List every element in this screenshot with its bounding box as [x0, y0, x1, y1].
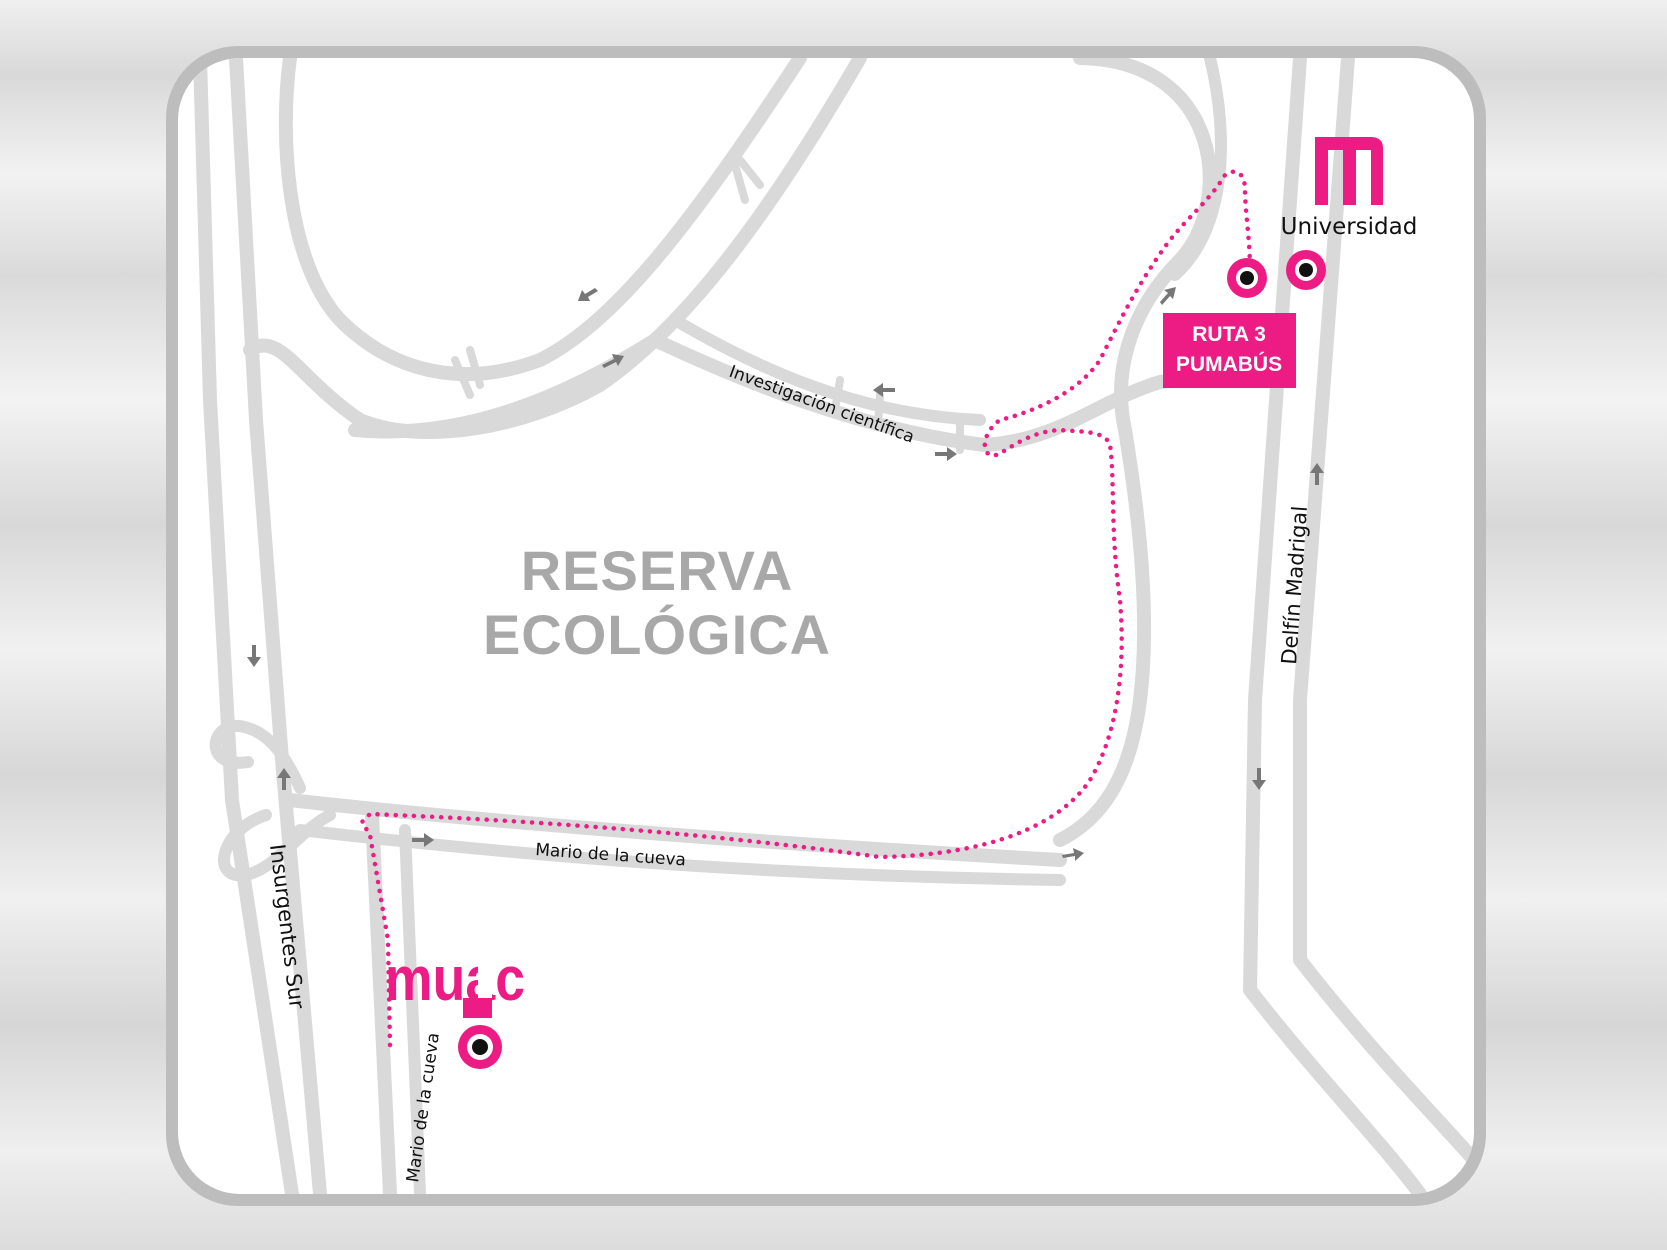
- walking-route-dotted: [359, 169, 1253, 1048]
- road-network: [193, 58, 1474, 1194]
- arrow-icon: [873, 383, 895, 397]
- road-mario-side-2: [399, 824, 426, 1194]
- arrow-icon: [935, 447, 957, 461]
- map-panel: [178, 58, 1474, 1194]
- arrow-icon: [247, 645, 261, 667]
- road-east-curve-inner: [1169, 58, 1227, 281]
- bus-route-box: [1163, 313, 1296, 388]
- arrow-icon: [1160, 287, 1176, 305]
- road-connector-2: [731, 156, 764, 204]
- road-east-curve: [1053, 58, 1217, 847]
- muac-logo-text: muac: [385, 945, 525, 1014]
- road-north-loop-inner: [278, 58, 807, 382]
- road-delfin-west: [1243, 58, 1427, 1194]
- road-cloverleaf-north: [209, 720, 306, 794]
- road-connector-1: [451, 346, 484, 399]
- reserve-label-line2: ECOLÓGICA: [483, 603, 831, 666]
- road-north-loop-outer: [243, 58, 867, 439]
- road-investigacion: [348, 333, 1187, 452]
- road-insurgentes-east: [229, 58, 327, 1194]
- road-investigacion-north: [669, 314, 986, 426]
- metro-m-logo-icon: [1315, 137, 1383, 205]
- metro-station-name: Universidad: [1281, 214, 1418, 240]
- road-insurgentes-west: [193, 58, 299, 1194]
- traffic-arrows: [247, 287, 1324, 861]
- metro-stop-marker-icon[interactable]: [1286, 250, 1326, 290]
- arrow-icon: [412, 833, 434, 847]
- reserve-label-line1: RESERVA: [521, 539, 794, 602]
- road-mario-side: [365, 808, 397, 1194]
- bus-stop-marker-icon[interactable]: [1227, 258, 1267, 298]
- arrow-icon: [1310, 463, 1324, 485]
- road-connector-3: [831, 376, 964, 454]
- muac-location-marker-icon[interactable]: [458, 1025, 502, 1069]
- arrow-icon: [1062, 848, 1084, 861]
- bus-route-line2: PUMABÚS: [1176, 352, 1282, 376]
- arrow-icon: [602, 354, 624, 368]
- road-mario-main: [283, 793, 1067, 867]
- arrow-icon: [1252, 768, 1266, 790]
- road-mario-main-2: [294, 824, 1066, 886]
- road-delfin-east: [1293, 58, 1474, 1167]
- arrow-icon: [277, 768, 291, 790]
- muac-logo-icon: muac: [385, 945, 525, 1018]
- arrow-icon: [578, 288, 598, 301]
- bus-route-line1: RUTA 3: [1192, 323, 1266, 346]
